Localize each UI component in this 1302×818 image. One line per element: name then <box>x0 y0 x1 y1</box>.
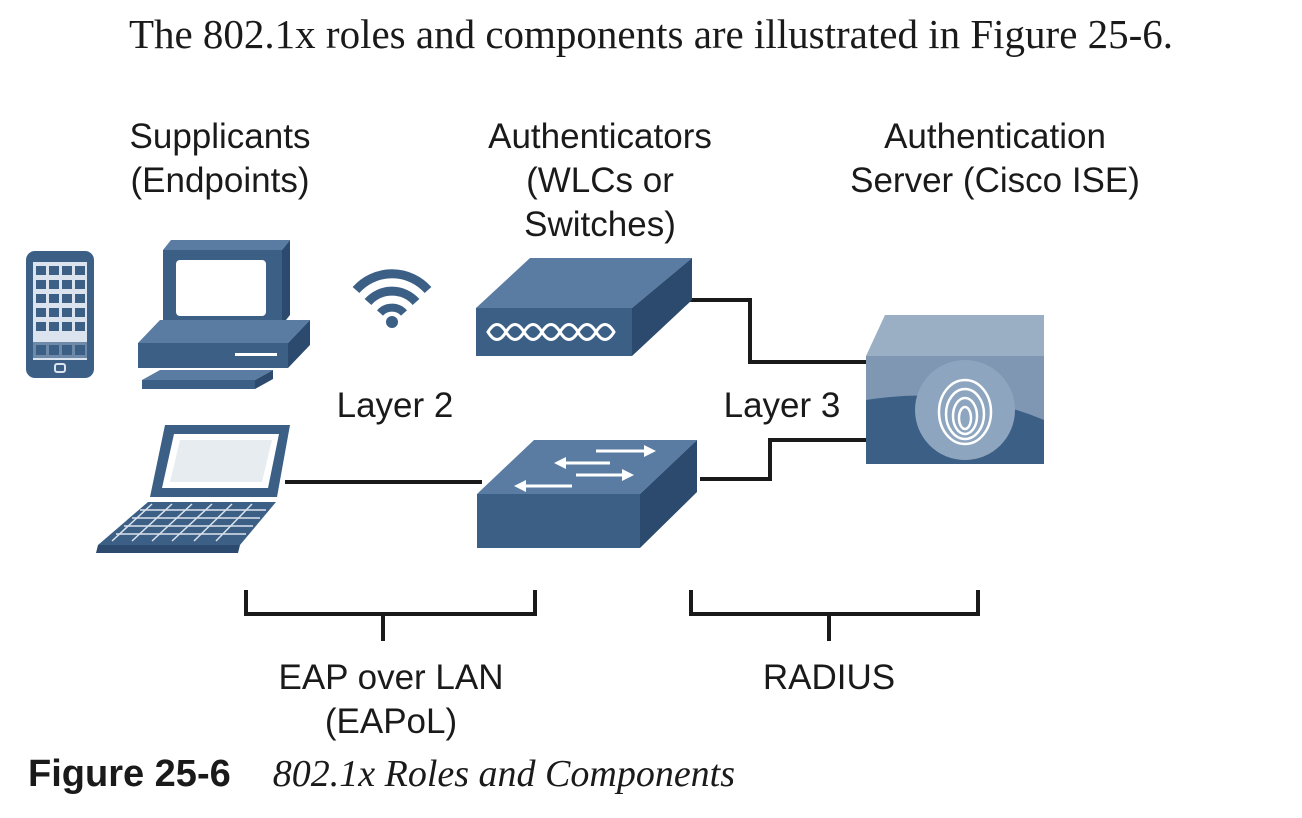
intro-paragraph: The 802.1x roles and components are illu… <box>128 11 1174 57</box>
label-authenticators: Authenticators (WLCs or Switches) <box>488 117 712 244</box>
smartphone-icon <box>26 251 94 378</box>
desktop-computer-icon <box>138 240 310 389</box>
identity-services-engine-icon <box>866 315 1044 464</box>
label-radius: RADIUS <box>762 658 896 697</box>
label-eapol: EAP over LAN (EAPoL) <box>278 658 504 741</box>
connection-lines <box>285 298 866 484</box>
brace-radius <box>689 590 980 641</box>
link-wlc-to-ise <box>690 298 866 364</box>
label-supplicants: Supplicants (Endpoints) <box>129 117 311 200</box>
brace-eapol <box>244 590 537 641</box>
figure-number: Figure 25-6 <box>28 753 231 795</box>
label-layer-2: Layer 2 <box>336 386 454 425</box>
label-layer-3: Layer 3 <box>723 386 841 425</box>
switch-icon <box>477 440 697 548</box>
laptop-icon <box>96 425 290 553</box>
figure-title: 802.1x Roles and Components <box>272 753 736 795</box>
link-switch-to-ise <box>700 438 866 481</box>
label-authentication-server: Authentication Server (Cisco ISE) <box>850 117 1140 200</box>
figure-caption: Figure 25-6 802.1x Roles and Components <box>28 752 735 796</box>
wireless-signal-icon <box>352 269 432 328</box>
wireless-lan-controller-icon <box>476 258 692 356</box>
